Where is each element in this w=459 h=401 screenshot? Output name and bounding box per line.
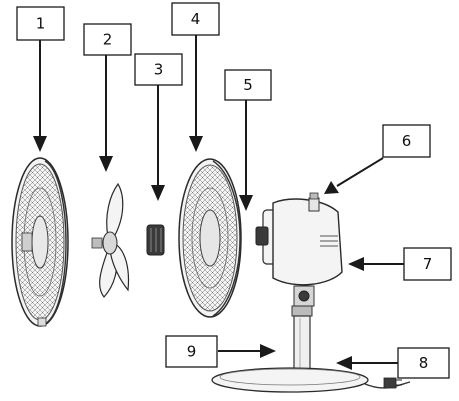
callout-3: 3 bbox=[134, 53, 183, 86]
blade-spinner bbox=[146, 224, 165, 256]
callout-label: 6 bbox=[402, 132, 412, 150]
stand-pole bbox=[291, 305, 313, 379]
callout-label: 3 bbox=[154, 61, 164, 79]
callout-5: 5 bbox=[224, 69, 272, 101]
motor-housing bbox=[255, 192, 343, 307]
callout-8: 8 bbox=[397, 347, 450, 379]
front-grill bbox=[11, 157, 69, 327]
callout-label: 8 bbox=[419, 354, 429, 372]
fan-blade bbox=[91, 182, 130, 298]
callout-label: 5 bbox=[243, 76, 253, 94]
callout-label: 7 bbox=[423, 255, 433, 273]
callout-1: 1 bbox=[16, 6, 65, 41]
callout-6: 6 bbox=[382, 124, 431, 158]
stand-base bbox=[211, 367, 411, 393]
callout-label: 4 bbox=[191, 10, 201, 28]
callout-9: 9 bbox=[165, 335, 218, 368]
callout-label: 2 bbox=[103, 31, 113, 49]
callout-2: 2 bbox=[83, 23, 132, 56]
callout-label: 9 bbox=[187, 343, 197, 361]
callout-arrows bbox=[33, 32, 404, 370]
rear-grill bbox=[178, 158, 242, 318]
callout-label: 1 bbox=[36, 15, 46, 33]
callout-4: 4 bbox=[171, 2, 220, 36]
callout-7: 7 bbox=[403, 247, 452, 281]
